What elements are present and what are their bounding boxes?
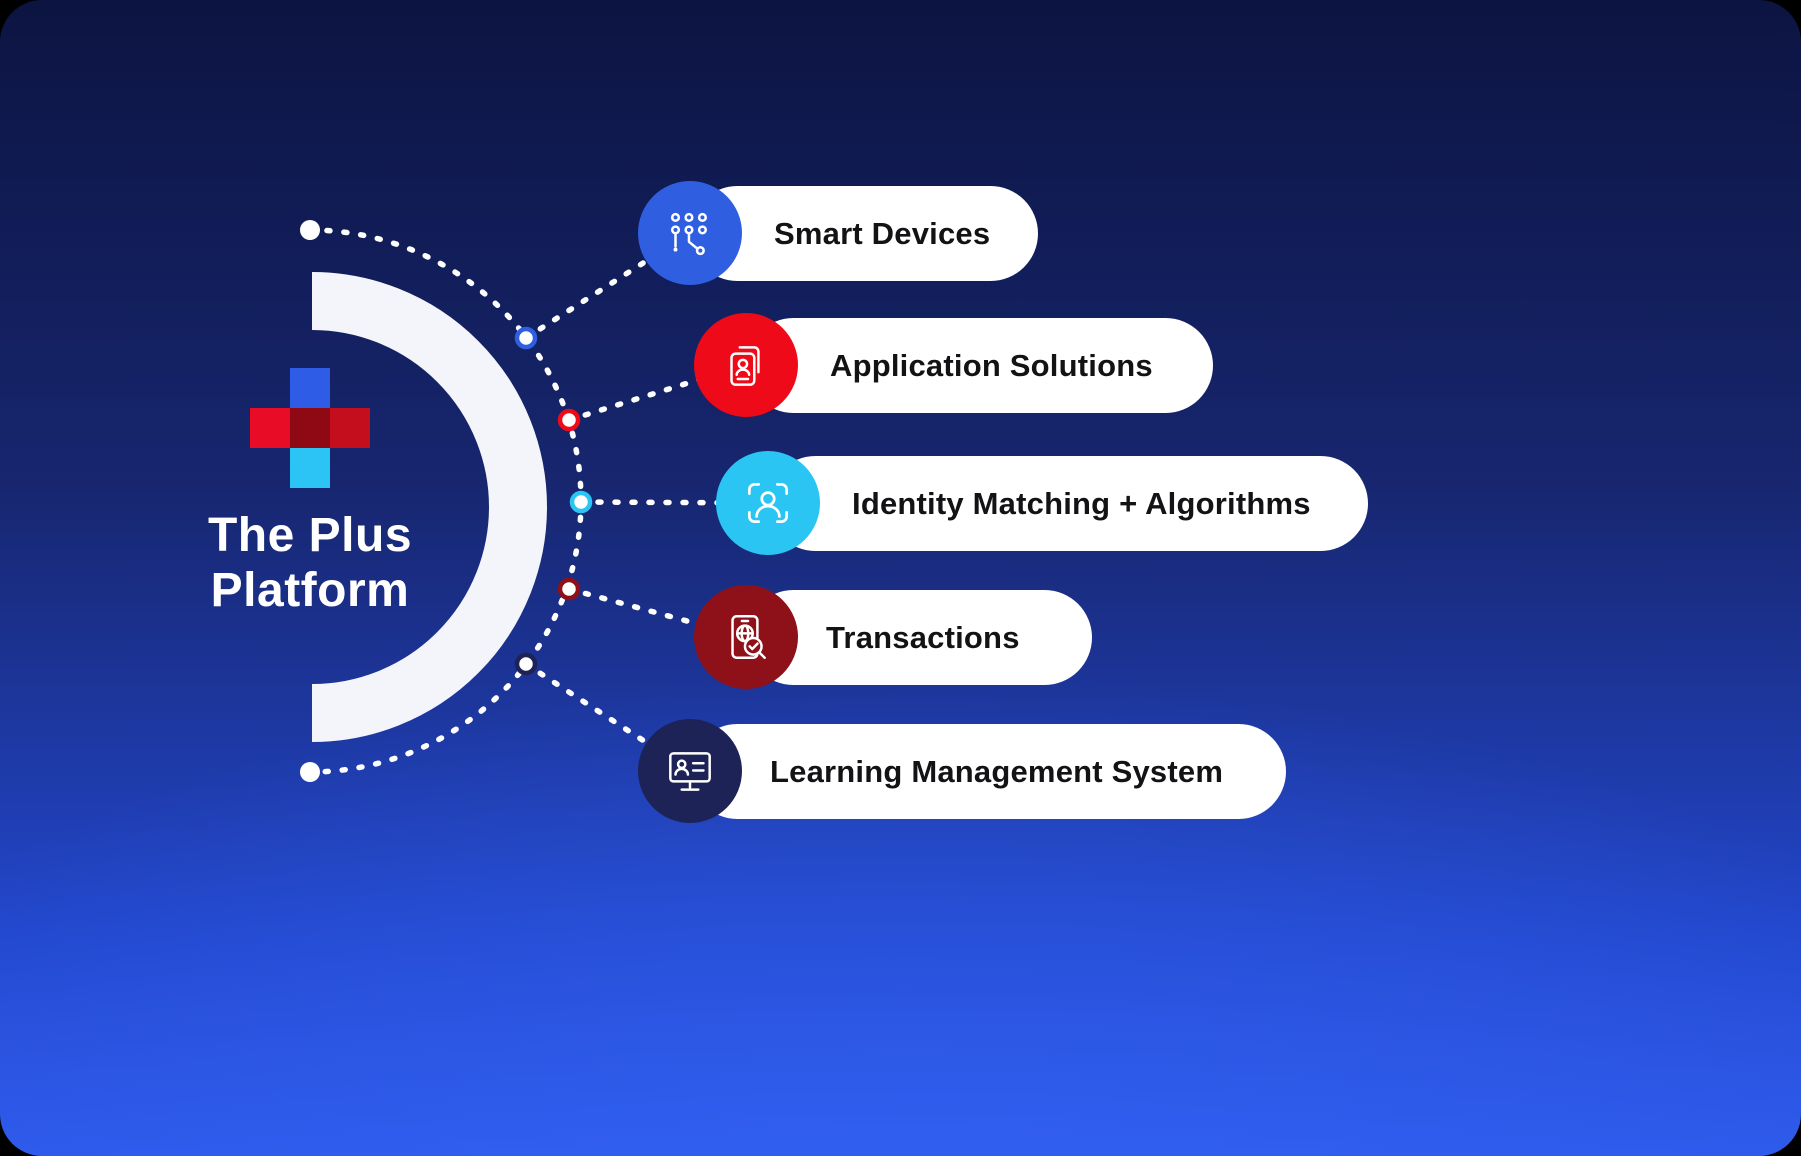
orbit-node-identity-matching	[569, 490, 593, 514]
item-pill-transactions: Transactions	[746, 590, 1092, 685]
item-label: Smart Devices	[774, 215, 991, 251]
item-pill-application-solutions: Application Solutions	[746, 318, 1213, 413]
item-label: Identity Matching + Algorithms	[852, 485, 1311, 521]
orbit-node-transactions	[557, 577, 581, 601]
item-circle-transactions	[694, 585, 798, 689]
item-circle-identity-matching	[716, 451, 820, 555]
item-pill-identity-matching: Identity Matching + Algorithms	[768, 456, 1368, 551]
platform-title: The Plus Platform	[150, 508, 470, 618]
orbit-endpoint-dot-bottom	[300, 762, 320, 782]
id-cards-icon	[730, 346, 760, 386]
connector-line-lms	[523, 661, 693, 774]
logo-square-top	[290, 368, 330, 408]
platform-title-line1: The Plus	[207, 509, 413, 562]
item-pill-lms: Learning Management System	[690, 724, 1286, 819]
plus-logo	[250, 368, 370, 488]
item-circle-application-solutions	[694, 313, 798, 417]
logo-square-center	[290, 408, 330, 448]
face-scan-icon	[748, 483, 788, 523]
monitor-learning-icon	[669, 752, 711, 791]
item-circle-lms	[638, 719, 742, 823]
platform-title-line2: Platform	[210, 564, 410, 617]
orbit-endpoint-dot-top	[300, 220, 320, 240]
mobile-payment-search-icon	[731, 615, 766, 659]
logo-square-right	[330, 408, 370, 448]
item-pill-smart-devices: Smart Devices	[690, 186, 1038, 281]
connector-line-smart-devices	[523, 230, 693, 341]
orbit-node-lms	[514, 652, 538, 676]
item-label: Transactions	[826, 619, 1020, 655]
item-circle-smart-devices	[638, 181, 742, 285]
orbit-node-application-solutions	[557, 408, 581, 432]
orbit-node-smart-devices	[514, 326, 538, 350]
item-label: Learning Management System	[770, 753, 1224, 789]
item-label: Application Solutions	[830, 347, 1153, 383]
logo-square-left	[250, 408, 290, 448]
logo-square-bottom	[290, 448, 330, 488]
iot-network-icon	[670, 212, 707, 256]
hub-arc	[311, 272, 547, 742]
